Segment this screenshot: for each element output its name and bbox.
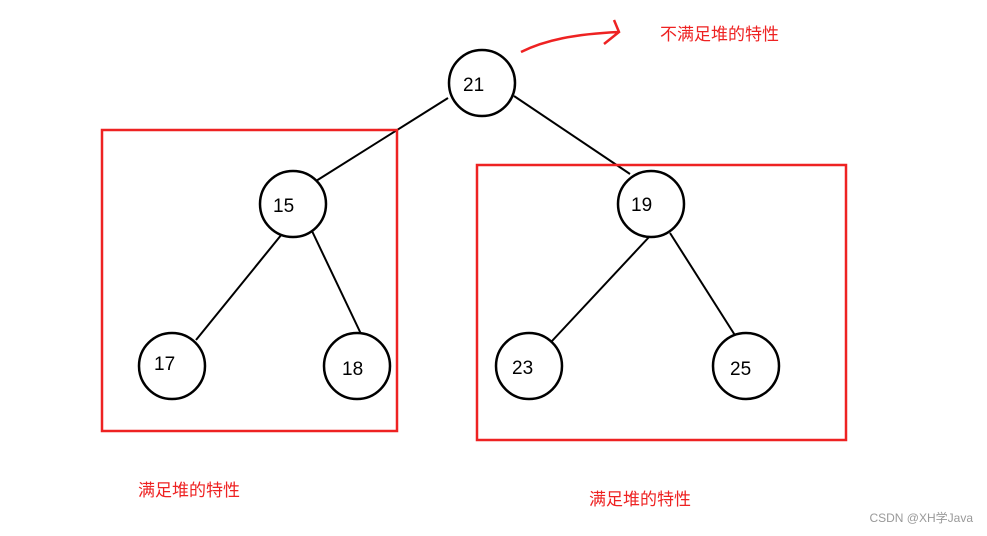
right-subtree-box: [475, 163, 848, 442]
node-25: [711, 331, 781, 401]
node-18: [322, 331, 392, 401]
node-25-label: 25: [730, 359, 751, 380]
left-subtree-box: [100, 128, 399, 433]
node-18-label: 18: [342, 359, 363, 380]
node-23: [494, 331, 564, 401]
edge-19-25: [669, 232, 739, 341]
node-23-label: 23: [512, 358, 533, 379]
node-19: [616, 169, 686, 239]
edge-15-18: [311, 230, 363, 337]
edge-21-15: [315, 97, 449, 182]
edge-15-17: [195, 233, 283, 341]
node-17: [137, 331, 207, 401]
left-subtree-note: 满足堆的特性: [138, 481, 240, 501]
edge-21-19: [513, 95, 631, 175]
node-19-label: 19: [631, 195, 652, 216]
root-note: 不满足堆的特性: [660, 25, 779, 45]
right-subtree-note: 满足堆的特性: [589, 490, 691, 510]
node-21: [447, 48, 517, 118]
arrow-icon: [520, 19, 621, 54]
edge-19-23: [551, 235, 651, 342]
node-17-label: 17: [154, 354, 175, 375]
node-15-label: 15: [273, 196, 294, 217]
node-21-label: 21: [463, 75, 484, 96]
node-15: [258, 169, 328, 239]
watermark: CSDN @XH学Java: [869, 511, 973, 525]
